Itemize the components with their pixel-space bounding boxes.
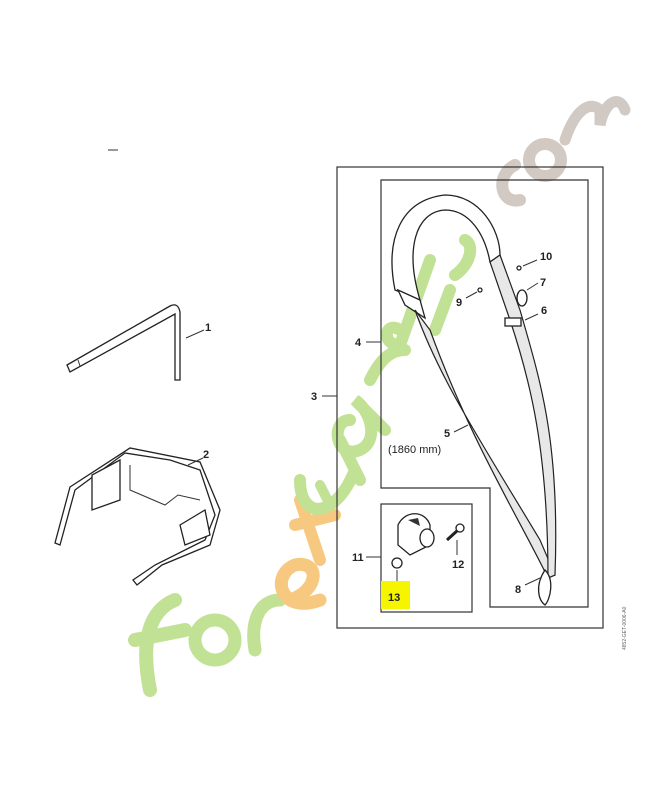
nut-part [391, 557, 403, 569]
callout-12: 12 [452, 559, 464, 571]
callout-11: 11 [352, 552, 364, 564]
callout-9: 9 [456, 297, 462, 309]
harness-strap [391, 194, 557, 606]
callout-2: 2 [203, 449, 209, 461]
callout-5: 5 [444, 428, 450, 440]
harness-box [380, 179, 589, 608]
callout-7: 7 [540, 277, 546, 289]
callout-1: 1 [205, 322, 211, 334]
screw-part [445, 523, 465, 555]
callout-10: 10 [540, 251, 552, 263]
watermark-logo [128, 96, 631, 697]
drawing-code: 4852-GET-0006-A0 [622, 606, 628, 650]
carrying-ring-part [397, 513, 435, 556]
callout-3: 3 [311, 391, 317, 403]
callout-13-highlight [381, 581, 410, 609]
kit-outer-box [336, 166, 604, 629]
strap-length-label: (1860 mm) [388, 444, 441, 456]
carrying-ring-box [380, 503, 473, 613]
callout-4: 4 [355, 337, 362, 349]
callout-8: 8 [515, 584, 521, 596]
callout-6: 6 [541, 305, 547, 317]
callout-13[interactable]: 13 [388, 592, 400, 604]
rod-part: 1 [66, 304, 211, 381]
safety-glasses-part: 2 [54, 447, 221, 586]
